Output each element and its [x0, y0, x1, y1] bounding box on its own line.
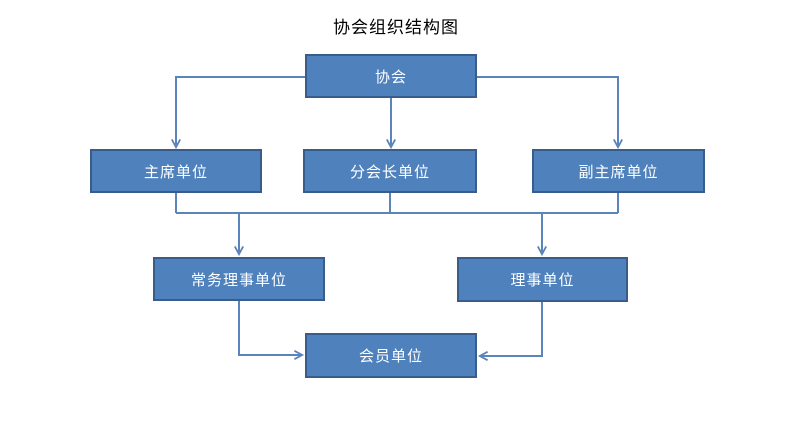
- node-vice-chairman-unit: 副主席单位: [532, 149, 705, 193]
- node-association: 协会: [305, 54, 477, 98]
- node-member-unit: 会员单位: [305, 333, 477, 378]
- node-branch-president-unit: 分会长单位: [303, 149, 477, 193]
- node-director-unit: 理事单位: [457, 257, 628, 302]
- node-chairman-unit: 主席单位: [90, 149, 262, 193]
- edge-association-to-chairman: [171, 76, 305, 150]
- node-executive-director-unit: 常务理事单位: [153, 257, 325, 301]
- edge-association-to-vice-chairman: [477, 76, 623, 150]
- edge-director-to-member: [477, 302, 543, 361]
- edge-executive-director-to-member: [238, 301, 305, 360]
- diagram-title: 协会组织结构图: [333, 18, 459, 38]
